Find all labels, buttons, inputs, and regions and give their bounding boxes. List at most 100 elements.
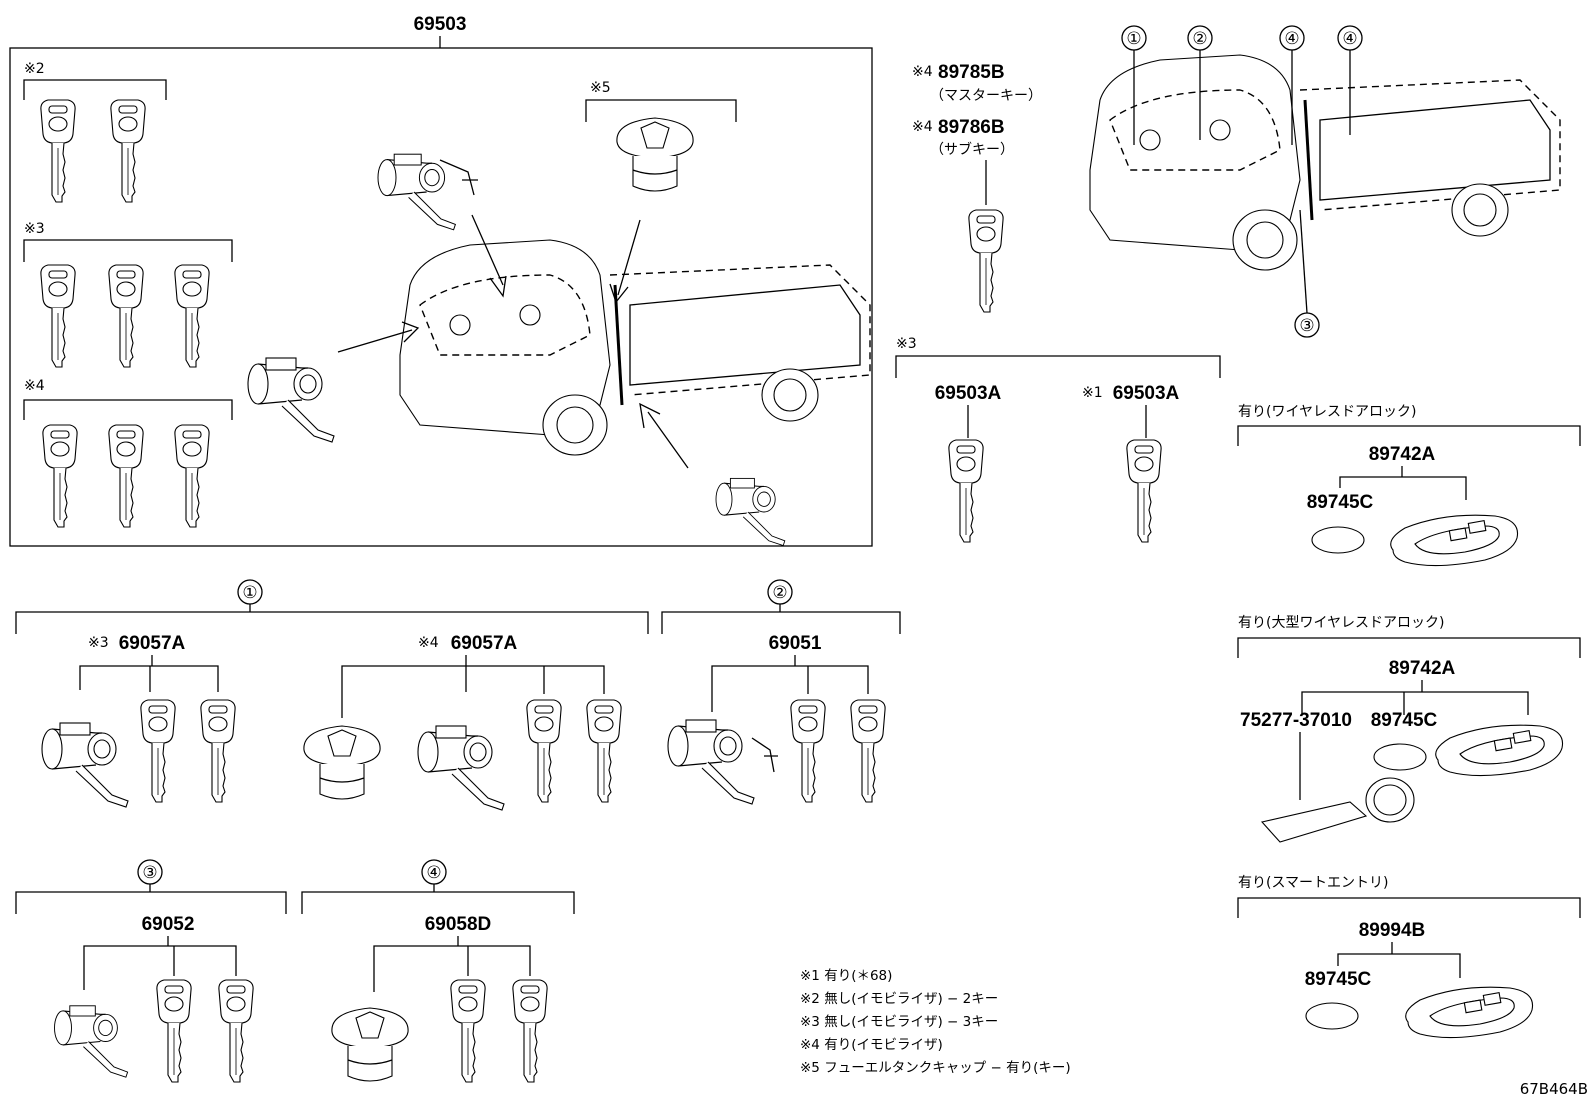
footnote: ※3 無し(イモビライザ) − 3キー bbox=[800, 1014, 998, 1030]
cylinder-icon bbox=[417, 725, 505, 811]
key-mark: ※4 bbox=[912, 119, 933, 135]
footnotes: ※1 有り(＊68) ※2 無し(イモビライザ) − 2キー ※3 無し(イモビ… bbox=[800, 968, 1071, 1076]
callout-3: ③ bbox=[1299, 316, 1314, 336]
key-icon bbox=[948, 439, 984, 543]
key-mark: ※4 bbox=[912, 64, 933, 80]
key-icon bbox=[156, 979, 192, 1083]
callout-4: ④ bbox=[1284, 29, 1299, 49]
group-mark-4: ※4 bbox=[24, 378, 45, 394]
group-mark-3: ※3 bbox=[24, 221, 45, 237]
key-fob-icon bbox=[1435, 724, 1564, 777]
key-icon bbox=[968, 209, 1004, 313]
key-icon bbox=[40, 264, 76, 368]
footnote: ※4 有り(イモビライザ) bbox=[800, 1037, 943, 1053]
door-cylinder-icon bbox=[53, 1005, 129, 1078]
section-circle: ③ bbox=[142, 863, 157, 883]
key-icon bbox=[790, 699, 826, 803]
key-sets: ※3 69503A ※1 69503A bbox=[895, 336, 1221, 543]
key-icon bbox=[174, 424, 210, 528]
emergency-key-icon bbox=[1260, 777, 1415, 843]
key-icon bbox=[140, 699, 176, 803]
section-part-number: 69058D bbox=[425, 914, 492, 935]
smart-entry: 有り(スマートエントリ) 89994B 89745C bbox=[1237, 875, 1581, 1039]
wireless-assembly: 89742A bbox=[1369, 444, 1436, 465]
key-icon bbox=[40, 99, 76, 203]
sub-key-part-number: 89786B bbox=[938, 117, 1005, 138]
key-set-part-number: 69503A bbox=[935, 383, 1002, 404]
truck-illustration bbox=[398, 238, 872, 457]
footnote: ※1 有り(＊68) bbox=[800, 968, 892, 984]
group-mark-5: ※5 bbox=[590, 80, 611, 96]
wireless-battery: 89745C bbox=[1371, 710, 1438, 731]
top-keys: ※4 89785B （マスターキー） ※4 89786B （サブキー） bbox=[912, 62, 1042, 313]
battery-icon bbox=[1305, 1002, 1359, 1030]
battery-icon bbox=[1373, 743, 1427, 771]
section-3: ③ 69052 bbox=[15, 859, 287, 1083]
section-part-number: 69052 bbox=[142, 914, 195, 935]
door-cylinder-icon bbox=[715, 477, 786, 547]
fuel-cap-icon bbox=[303, 725, 381, 800]
wireless-assembly: 89742A bbox=[1389, 658, 1456, 679]
section-circle: ① bbox=[242, 583, 257, 603]
main-assembly-frame bbox=[9, 47, 873, 547]
main-assembly-part-number: 69503 bbox=[414, 14, 467, 35]
truck-callout-view: ① ② ④ ④ ③ bbox=[1088, 25, 1562, 338]
group-mark-2: ※2 bbox=[24, 61, 45, 77]
wireless-extra-part: 75277-37010 bbox=[1240, 710, 1352, 731]
footnote: ※5 フューエルタンクキャップ − 有り(キー) bbox=[800, 1060, 1071, 1076]
section-mark: ※4 bbox=[418, 635, 439, 651]
sub-key-label: （サブキー） bbox=[930, 141, 1014, 158]
key-icon bbox=[450, 979, 486, 1083]
ignition-cylinder-icon bbox=[377, 153, 456, 231]
wireless-door-lock: 有り(ワイヤレスドアロック) 89742A 89745C bbox=[1237, 404, 1581, 567]
wireless-title: 有り(スマートエントリ) bbox=[1238, 875, 1389, 891]
key-sets-mark: ※3 bbox=[896, 336, 917, 352]
section-part-number: 69051 bbox=[769, 633, 822, 654]
main-assembly: 69503 ※2 ※3 ※4 ※5 bbox=[9, 14, 873, 547]
key-icon bbox=[1126, 439, 1162, 543]
master-key-label: （マスターキー） bbox=[930, 88, 1042, 104]
key-set-mark: ※1 bbox=[1082, 385, 1103, 401]
figure-code: 67B464B bbox=[1520, 1080, 1588, 1098]
fuel-cap-icon bbox=[331, 1007, 409, 1082]
section-part-number: 69057A bbox=[451, 633, 518, 654]
wireless-title: 有り(大型ワイヤレスドアロック) bbox=[1238, 615, 1445, 631]
key-icon bbox=[586, 699, 622, 803]
key-icon bbox=[174, 264, 210, 368]
wireless-title: 有り(ワイヤレスドアロック) bbox=[1238, 404, 1417, 420]
section-circle: ④ bbox=[426, 863, 441, 883]
battery-icon bbox=[1311, 526, 1365, 554]
key-icon bbox=[108, 424, 144, 528]
key-icon bbox=[850, 699, 886, 803]
wireless-assembly: 89994B bbox=[1359, 920, 1426, 941]
wireless-battery: 89745C bbox=[1305, 969, 1372, 990]
key-icon bbox=[512, 979, 548, 1083]
large-wireless-door-lock: 有り(大型ワイヤレスドアロック) 89742A 75277-37010 8974… bbox=[1237, 615, 1581, 843]
cylinder-icon bbox=[41, 722, 129, 808]
key-fob-icon bbox=[1405, 986, 1534, 1039]
key-icon bbox=[200, 699, 236, 803]
footnote: ※2 無し(イモビライザ) − 2キー bbox=[800, 991, 998, 1007]
cylinder-icon bbox=[247, 357, 335, 443]
section-part-number: 69057A bbox=[119, 633, 186, 654]
key-icon bbox=[110, 99, 146, 203]
key-icon bbox=[42, 424, 78, 528]
key-icon bbox=[108, 264, 144, 368]
key-fob-icon bbox=[1390, 514, 1519, 567]
callout-2: ② bbox=[1192, 29, 1207, 49]
key-icon bbox=[218, 979, 254, 1083]
wireless-battery: 89745C bbox=[1307, 492, 1374, 513]
key-icon bbox=[526, 699, 562, 803]
section-4: ④ 69058D bbox=[301, 859, 575, 1083]
section-circle: ② bbox=[772, 583, 787, 603]
section-2: ② 69051 bbox=[661, 579, 901, 805]
section-1: ① ※3 69057A ※4 69057A bbox=[15, 579, 649, 811]
section-mark: ※3 bbox=[88, 635, 109, 651]
fuel-cap-icon bbox=[616, 117, 694, 192]
key-set-part-number: 69503A bbox=[1113, 383, 1180, 404]
callout-4b: ④ bbox=[1342, 29, 1357, 49]
ignition-cylinder-icon bbox=[667, 719, 755, 805]
master-key-part-number: 89785B bbox=[938, 62, 1005, 83]
callout-1: ① bbox=[1126, 29, 1141, 49]
